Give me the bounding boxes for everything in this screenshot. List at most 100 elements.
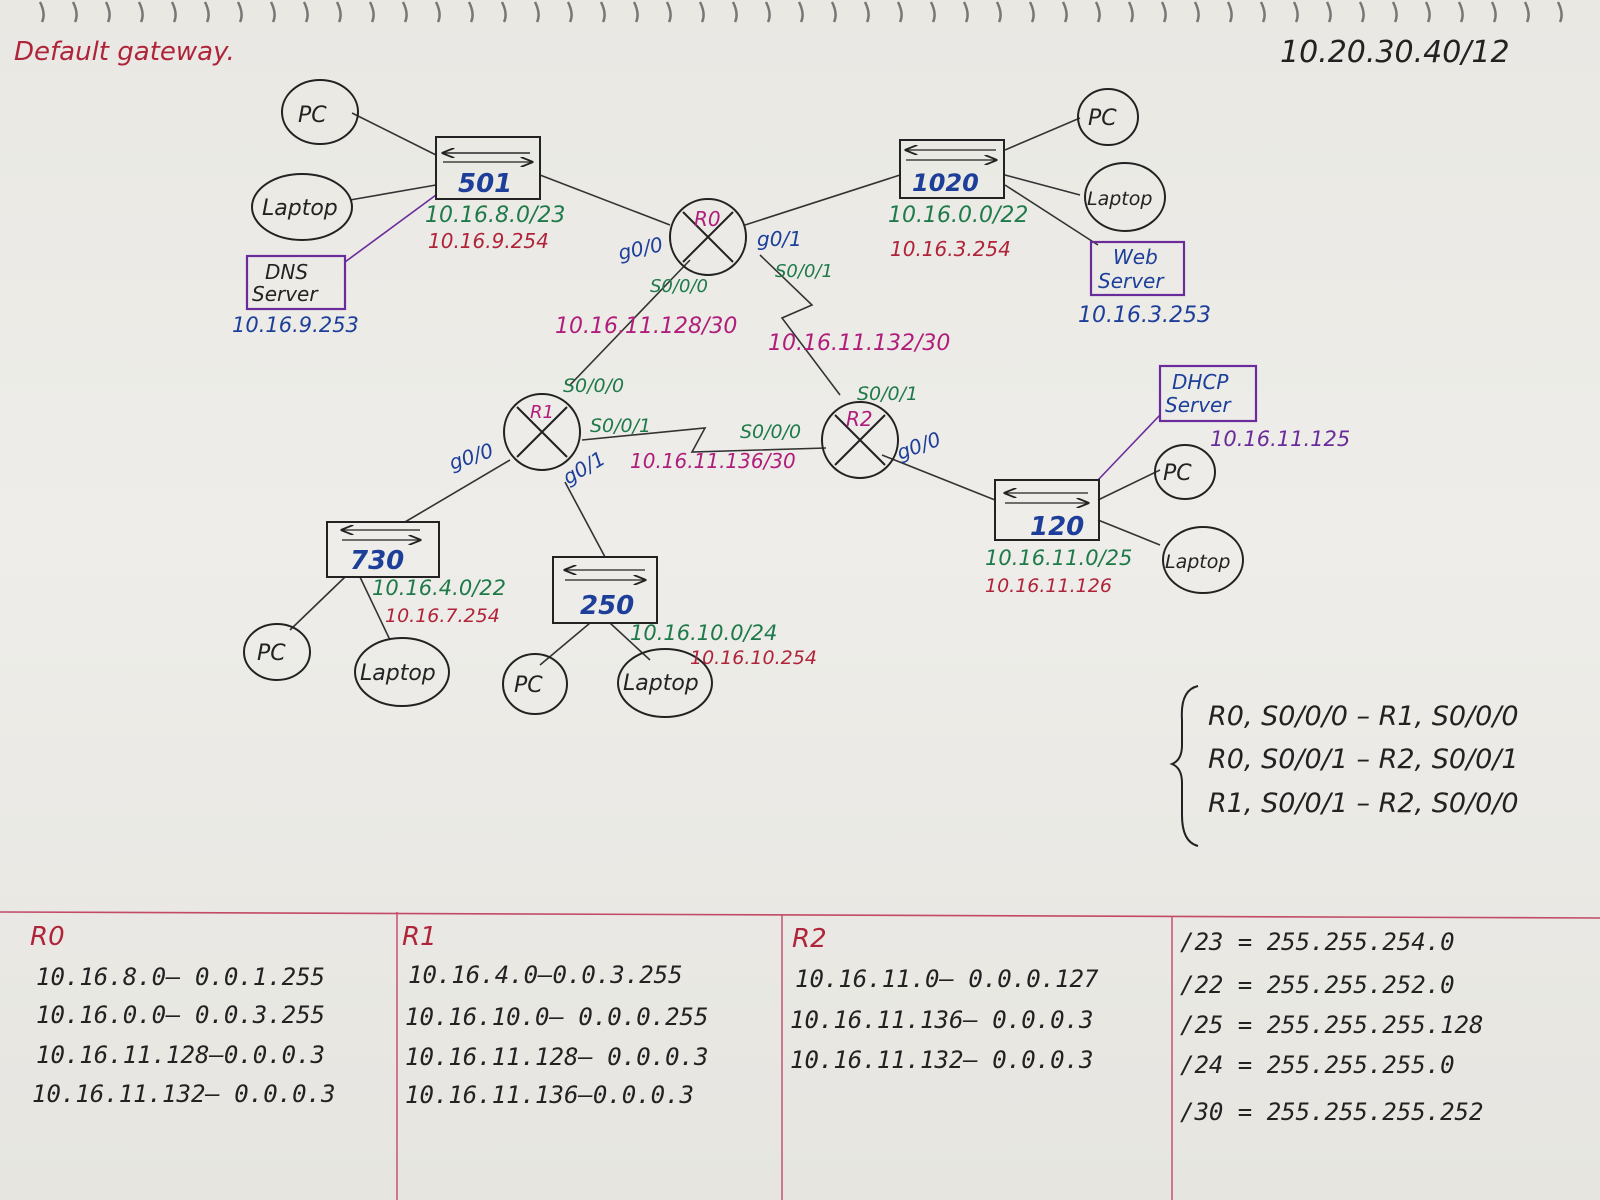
spiral-ring bbox=[896, 1, 903, 23]
if-r1-s000: S0/0/0 bbox=[563, 375, 624, 397]
mask-row: /23 = 255.255.254.0 bbox=[1180, 928, 1455, 956]
spiral-ring bbox=[500, 1, 507, 23]
link-250-laptop bbox=[609, 622, 651, 661]
spiral-ring bbox=[467, 1, 474, 23]
pc-node bbox=[281, 79, 359, 145]
link-501-r0 bbox=[539, 174, 671, 226]
spiral-ring bbox=[302, 1, 309, 23]
net-730: 10.16.4.0/22 bbox=[372, 576, 506, 600]
laptop-label: Laptop bbox=[623, 671, 699, 696]
pc-node bbox=[1077, 88, 1139, 146]
spiral-ring bbox=[335, 1, 342, 23]
link-250-pc bbox=[539, 622, 591, 666]
table-row: 10.16.11.136–0.0.0.3 bbox=[405, 1081, 694, 1109]
spiral-ring bbox=[38, 1, 45, 23]
link-laptop-501 bbox=[349, 184, 437, 201]
laptop-node bbox=[1084, 162, 1166, 232]
spiral-ring bbox=[137, 1, 144, 23]
mask-row: /30 = 255.255.255.252 bbox=[1180, 1098, 1483, 1126]
link-1020-web bbox=[1004, 184, 1099, 246]
svg-text:Web: Web bbox=[1113, 245, 1158, 269]
table-row: 10.16.11.132– 0.0.0.3 bbox=[790, 1046, 1093, 1074]
if-r0-g00: g0/0 bbox=[616, 232, 665, 265]
pc-label: PC bbox=[257, 641, 286, 666]
serial-map-row: R1, S0/0/1 – R2, S0/0/0 bbox=[1208, 788, 1519, 819]
table-row: 10.16.10.0– 0.0.0.255 bbox=[405, 1003, 708, 1031]
table-row: 10.16.4.0–0.0.3.255 bbox=[408, 961, 683, 989]
spiral-ring bbox=[236, 1, 243, 23]
web-ip: 10.16.3.253 bbox=[1078, 303, 1211, 328]
pc-node bbox=[502, 653, 568, 715]
spiral-ring bbox=[566, 1, 573, 23]
link-r1-r2 bbox=[581, 427, 827, 453]
spiral-ring bbox=[665, 1, 672, 23]
link-120-pc bbox=[1097, 469, 1161, 501]
link-1020-pc bbox=[1004, 117, 1081, 151]
spiral-ring bbox=[929, 1, 936, 23]
spiral-ring bbox=[1457, 1, 1464, 23]
router-r0: R0 bbox=[669, 198, 747, 276]
router-r1: R1 bbox=[503, 393, 581, 471]
switch-label: 501 bbox=[458, 169, 512, 199]
spiral-ring bbox=[797, 1, 804, 23]
table-row: 10.16.11.0– 0.0.0.127 bbox=[795, 965, 1099, 993]
switch-730: 730 bbox=[326, 521, 440, 578]
serial-map: R0, S0/0/0 – R1, S0/0/0 R0, S0/0/1 – R2,… bbox=[1169, 685, 1519, 847]
router-label: R1 bbox=[530, 402, 554, 423]
table-title-r2: R2 bbox=[792, 924, 827, 954]
spiral-ring bbox=[1061, 1, 1068, 23]
link-r0-r2-subnet: 10.16.11.132/30 bbox=[768, 331, 950, 356]
if-r2-g00: g0/0 bbox=[894, 427, 944, 465]
switch-501: 501 bbox=[435, 136, 541, 200]
switch-label: 1020 bbox=[912, 169, 979, 197]
end-devices bbox=[243, 79, 1244, 718]
pc-label: PC bbox=[1088, 106, 1117, 131]
link-r0-r2 bbox=[759, 254, 841, 396]
switch-250: 250 bbox=[552, 556, 658, 624]
link-pc-501 bbox=[351, 112, 437, 156]
web-server: Web Server 10.16.3.253 bbox=[1078, 240, 1211, 328]
spiral-ring bbox=[1226, 1, 1233, 23]
default-gateway-note: Default gateway. bbox=[14, 37, 235, 67]
spiral-ring bbox=[731, 1, 738, 23]
gw-120: 10.16.11.126 bbox=[985, 575, 1112, 597]
link-120-dhcp bbox=[1097, 414, 1161, 481]
link-r1-r2-subnet: 10.16.11.136/30 bbox=[630, 449, 796, 473]
laptop-label: Laptop bbox=[1165, 551, 1230, 573]
router-r2: R2 bbox=[821, 401, 899, 479]
router-label: R0 bbox=[694, 207, 721, 231]
spiral-ring bbox=[995, 1, 1002, 23]
switch-label: 120 bbox=[1030, 512, 1084, 542]
gw-1020: 10.16.3.254 bbox=[890, 237, 1011, 261]
table-row: 10.16.0.0– 0.0.3.255 bbox=[36, 1001, 325, 1029]
link-730-pc bbox=[289, 576, 346, 631]
dns-ip: 10.16.9.253 bbox=[232, 313, 359, 337]
spiral-ring bbox=[1523, 1, 1530, 23]
spiral-ring bbox=[1193, 1, 1200, 23]
spiral-ring bbox=[764, 1, 771, 23]
spiral-ring bbox=[863, 1, 870, 23]
if-r2-s000: S0/0/0 bbox=[740, 421, 801, 443]
table-title-r0: R0 bbox=[30, 922, 65, 952]
svg-text:DNS: DNS bbox=[265, 260, 308, 284]
mask-row: /22 = 255.255.252.0 bbox=[1180, 971, 1455, 999]
laptop-node bbox=[1162, 526, 1244, 594]
net-501: 10.16.8.0/23 bbox=[425, 203, 565, 228]
spiral-ring bbox=[830, 1, 837, 23]
table-title-r1: R1 bbox=[402, 922, 437, 952]
link-730-laptop bbox=[359, 576, 391, 641]
table-row: 10.16.11.128–0.0.0.3 bbox=[36, 1041, 325, 1069]
net-250: 10.16.10.0/24 bbox=[630, 621, 777, 645]
if-r0-g01: g0/1 bbox=[757, 227, 802, 251]
pc-label: PC bbox=[1163, 461, 1192, 486]
switch-1020: 1020 bbox=[899, 139, 1005, 199]
pc-label: PC bbox=[298, 103, 327, 128]
spiral-ring bbox=[1424, 1, 1431, 23]
acl-table: R0 R1 R2 10.16.8.0– 0.0.1.255 10.16.0.0–… bbox=[0, 911, 1600, 1200]
spiral-ring bbox=[368, 1, 375, 23]
spiral-ring bbox=[1094, 1, 1101, 23]
ip-note: 10.20.30.40/12 bbox=[1280, 35, 1510, 70]
laptop-label: Laptop bbox=[262, 196, 338, 221]
